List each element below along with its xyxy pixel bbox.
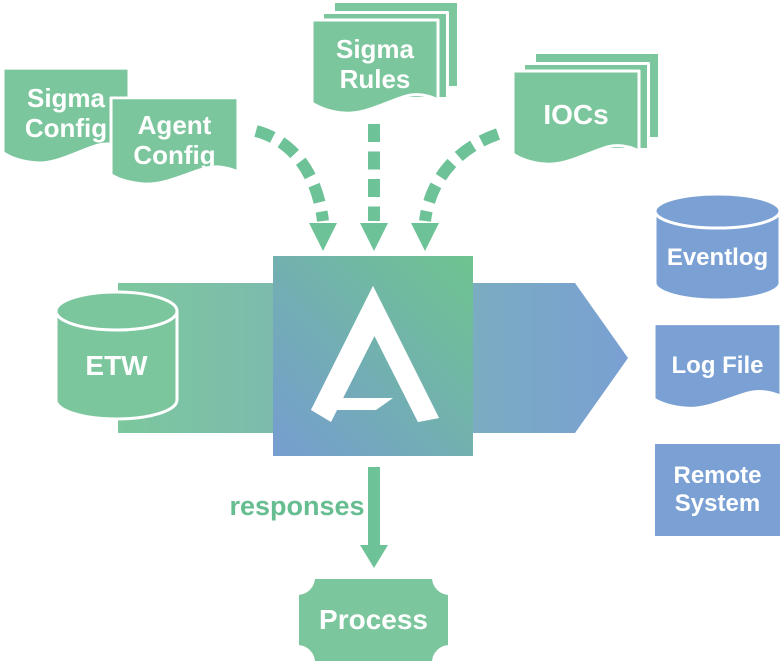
process-label: Process: [319, 604, 428, 635]
node-core: [273, 256, 473, 456]
node-log-file: Log File: [652, 322, 782, 418]
sigma-rules-label: Sigma Rules: [335, 34, 415, 94]
cylinder-icon: [653, 192, 782, 302]
dashed-input-arrows-icon: [235, 105, 527, 255]
remote-system-label: Remote System: [673, 462, 762, 517]
node-remote-system: Remote System: [652, 441, 782, 539]
log-file-label: Log File: [671, 352, 764, 379]
stacked-documents-icon: [511, 51, 661, 166]
agent-config-label: Agent Config: [133, 110, 216, 170]
node-iocs: IOCs: [511, 51, 661, 175]
node-process: Process: [296, 576, 451, 664]
stacked-documents-icon: [310, 0, 460, 115]
iocs-label: IOCs: [543, 99, 609, 130]
plaque-icon: [296, 576, 451, 664]
node-etw: ETW: [54, 289, 179, 422]
delta-logo-icon: [311, 286, 439, 422]
node-sigma-rules: Sigma Rules: [310, 0, 460, 124]
sigma-config-label: Sigma Config: [24, 83, 108, 143]
document-icon: [652, 322, 782, 410]
eventlog-label: Eventlog: [666, 244, 769, 271]
cylinder-icon: [54, 290, 179, 421]
document-icon: [109, 96, 240, 186]
node-agent-config: Agent Config: [109, 96, 240, 194]
responses-label: responses: [229, 490, 365, 521]
etw-label: ETW: [85, 349, 148, 381]
down-arrow-icon: [359, 467, 389, 569]
node-eventlog: Eventlog: [653, 192, 782, 302]
